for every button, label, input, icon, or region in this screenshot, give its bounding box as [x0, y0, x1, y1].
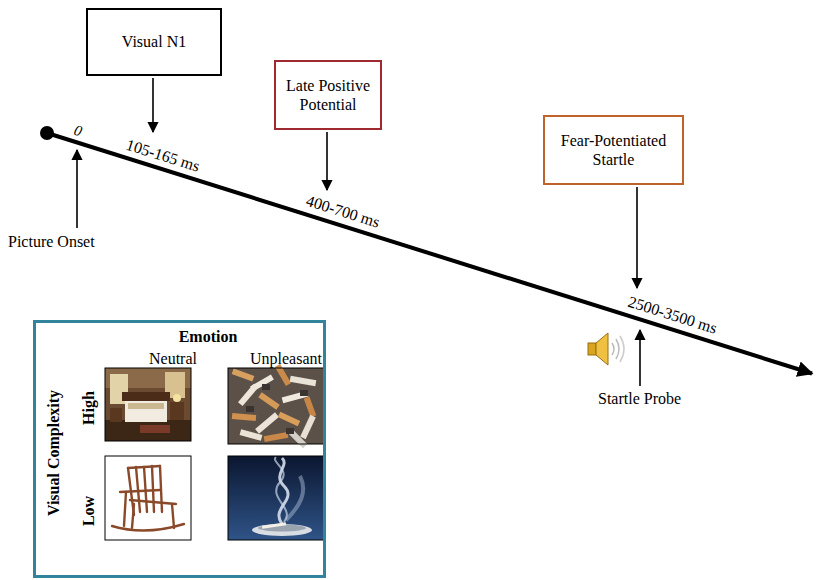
timeline-axis	[47, 133, 812, 374]
time-zero: 0	[72, 122, 84, 140]
photo-frame	[105, 456, 191, 540]
photo-frame	[228, 456, 324, 540]
cigarette-butts-photo	[228, 364, 324, 448]
photo-frame	[228, 368, 324, 444]
column-heading: Emotion	[179, 328, 238, 346]
speaker-icon	[588, 333, 624, 365]
component-box: Fear-Potentiated Startle	[543, 115, 684, 185]
event-label: Picture Onset	[8, 233, 95, 251]
component-box: Late Positive Potential	[274, 60, 382, 130]
pointer-arrow	[76, 150, 78, 228]
event-label: Startle Probe	[598, 390, 681, 408]
pointer-arrow	[639, 330, 641, 386]
pointer-arrow	[636, 187, 638, 288]
row-heading: Visual Complexity	[45, 390, 63, 516]
box-title: Fear-Potentiated Startle	[555, 131, 672, 169]
component-box: Visual N1	[86, 8, 222, 76]
column-label: Unpleasant	[250, 350, 322, 368]
ashtray-smoke-photo	[228, 456, 324, 540]
box-title: Late Positive Potential	[286, 76, 370, 114]
column-label: Neutral	[149, 350, 197, 368]
row-label: High	[80, 391, 98, 425]
photo-frame	[105, 368, 191, 441]
stimulus-key-panel: EmotionNeutral UnpleasantVisual Complexit…	[33, 320, 326, 578]
pointer-arrow	[152, 78, 154, 132]
row-label: Low	[80, 496, 98, 526]
bedroom-photo	[105, 368, 191, 441]
pointer-arrow	[326, 132, 328, 190]
rocking-chair-photo	[105, 456, 191, 540]
box-title: Visual N1	[122, 32, 186, 51]
